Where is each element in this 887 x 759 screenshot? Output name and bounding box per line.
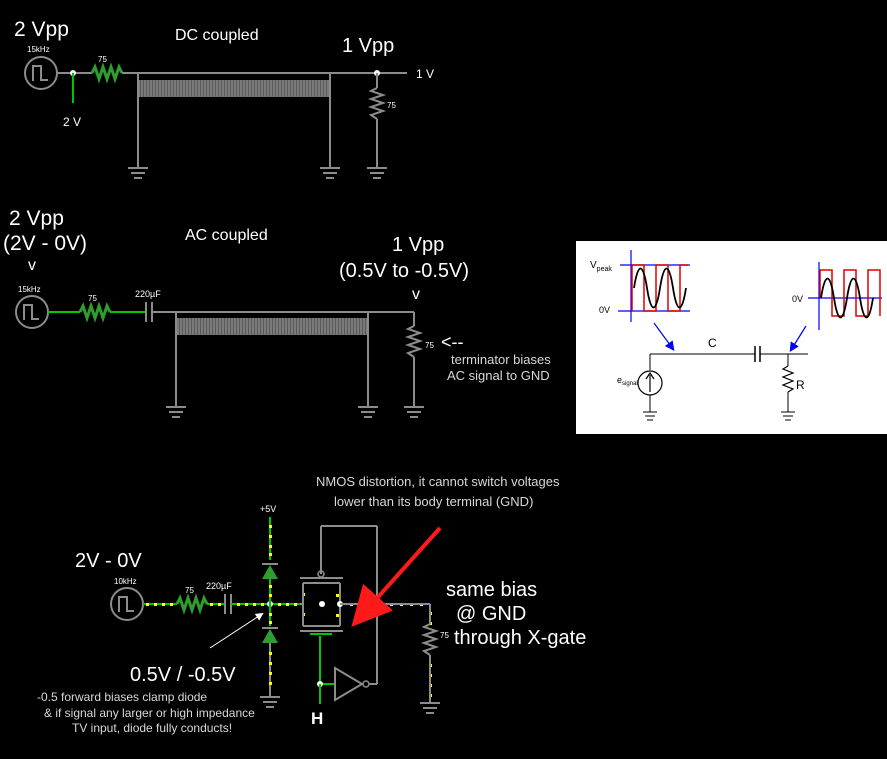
c2-resistor-value: 75 [88, 294, 97, 303]
c3-load-resistor[interactable] [420, 623, 440, 656]
c3-supply-label: +5V [260, 504, 276, 514]
inset-background [576, 241, 887, 434]
c3-white-arrow [209, 612, 264, 649]
c1-series-resistor[interactable] [90, 62, 124, 84]
inset-right-square-wave [819, 269, 881, 317]
c2-source-vpp: 2 Vpp [9, 207, 64, 230]
c3-xgate-node-left [319, 601, 325, 607]
c3-bias-line1: same bias [446, 579, 537, 601]
c1-load-resistor[interactable] [367, 87, 387, 120]
c3-ground-load-icon [420, 702, 440, 714]
inset-right-sine-wave [820, 277, 874, 319]
c3-note-line3: TV input, diode fully conducts! [72, 721, 232, 735]
c1-ground-left-icon [128, 167, 148, 179]
inset-right-arrow [789, 325, 807, 353]
c3-ground-clamp-icon [260, 696, 280, 708]
c3-lower-diode-icon[interactable] [262, 627, 278, 643]
circuit-ac-coupled: 2 Vpp (2V - 0V) v 15kHz 75 220µF AC coup… [3, 207, 551, 418]
inset-vpeak-label: Vpeak [590, 260, 612, 273]
c2-ground-right-icon [404, 406, 424, 418]
c2-ground-mid-icon [358, 406, 378, 418]
c1-node-voltage: 2 V [63, 115, 81, 129]
circuit-clamp-xgate: 2V - 0V 10kHz 75 220µF +5V [37, 474, 586, 735]
c2-source-range: (2V - 0V) [3, 232, 87, 255]
c2-title: AC coupled [185, 227, 268, 244]
c2-coax-cable[interactable] [176, 318, 368, 335]
c2-terminator-line1: terminator biases [451, 352, 551, 367]
c3-bias-line2: @ GND [456, 603, 526, 625]
c3-nmos-line2: lower than its body terminal (GND) [334, 494, 533, 509]
inset-cap-label: C [708, 336, 717, 350]
c2-output-range: (0.5V to -0.5V) [339, 260, 469, 282]
c3-note-line1: -0.5 forward biases clamp diode [37, 690, 207, 704]
c3-note-line2: & if signal any larger or high impedance [44, 706, 255, 720]
c1-ground-right-icon [367, 167, 387, 179]
c2-coupling-capacitor[interactable] [145, 302, 153, 322]
inset-left-arrow [653, 322, 675, 351]
c3-capacitor-value: 220µF [206, 581, 232, 591]
c3-nmos-line1: NMOS distortion, it cannot switch voltag… [316, 474, 560, 489]
circuit-dc-coupled: 2 Vpp 15kHz 2 V 75 DC coupled 1 Vpp 1 V [14, 18, 434, 179]
c2-series-resistor[interactable] [78, 301, 112, 323]
inset-resistor [781, 365, 795, 393]
c3-resistor-value: 75 [185, 586, 194, 595]
c3-upper-diode-icon[interactable] [262, 563, 278, 579]
c2-ground-left-icon [166, 406, 186, 418]
c3-load-value: 75 [440, 631, 449, 640]
c2-load-resistor[interactable] [404, 325, 424, 358]
inset-left-sine-wave [633, 267, 687, 309]
inset-resistor-label: R [796, 378, 805, 392]
c3-coupling-capacitor[interactable] [224, 594, 232, 614]
c3-red-arrow [351, 526, 442, 627]
c2-terminator-arrow: <-- [441, 332, 464, 352]
c3-square-source-icon[interactable] [110, 587, 144, 621]
c1-resistor-value: 75 [98, 55, 107, 64]
c1-square-source-icon[interactable] [24, 56, 58, 90]
c3-bias-line3: through X-gate [454, 627, 586, 649]
c2-source-arrow: v [28, 257, 36, 274]
c2-source-freq: 15kHz [18, 285, 41, 294]
c1-source-freq: 15kHz [27, 45, 50, 54]
c1-coax-cable[interactable] [138, 80, 330, 97]
c1-title: DC coupled [175, 27, 259, 44]
c1-output-vpp: 1 Vpp [342, 35, 394, 57]
c2-load-value: 75 [425, 341, 434, 350]
c3-series-resistor[interactable] [175, 593, 209, 615]
c2-output-vpp: 1 Vpp [392, 234, 444, 256]
inset-zero-right-label: 0V [792, 294, 803, 304]
inset-zero-left-label: 0V [599, 305, 610, 315]
c2-terminator-line2: AC signal to GND [447, 368, 550, 383]
c1-output-voltage: 1 V [416, 67, 434, 81]
c3-logic-high: H [311, 709, 323, 728]
c2-capacitor-value: 220µF [135, 289, 161, 299]
inset-ground-left-icon [643, 411, 657, 421]
inset-left-square-wave [631, 264, 688, 312]
inset-ac-coupling-diagram: Vpeak 0V 0V C esignal R [576, 241, 887, 434]
c1-source-vpp: 2 Vpp [14, 18, 69, 41]
c1-load-value: 75 [387, 101, 396, 110]
inset-source-label: esignal [617, 375, 638, 387]
inset-ground-right-icon [781, 411, 795, 421]
c3-source-range: 2V - 0V [75, 550, 142, 572]
c2-output-arrow: v [412, 286, 420, 303]
c2-square-source-icon[interactable] [15, 295, 49, 329]
c3-inverter-icon[interactable] [334, 666, 377, 702]
c1-ground-mid-icon [320, 167, 340, 179]
c3-clamp-label: 0.5V / -0.5V [130, 664, 236, 686]
c3-source-freq: 10kHz [114, 577, 137, 586]
